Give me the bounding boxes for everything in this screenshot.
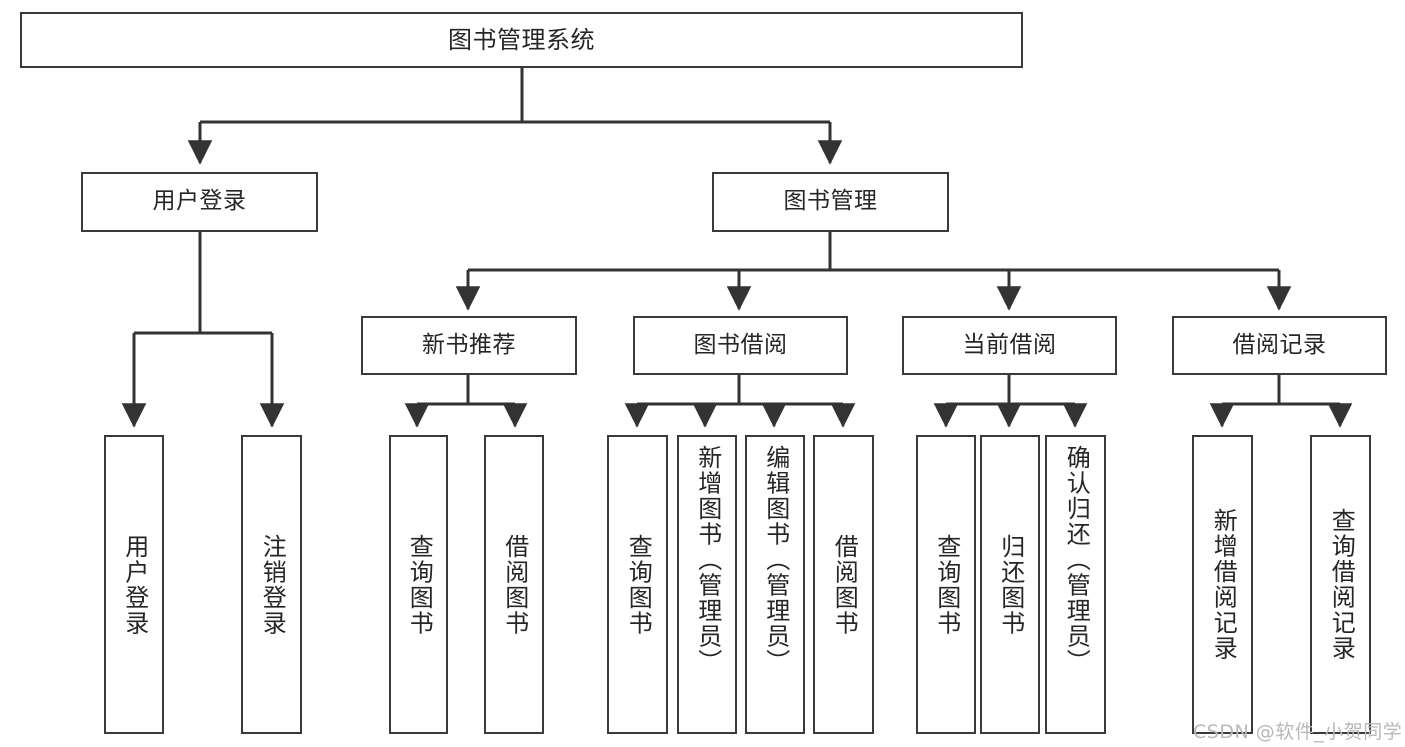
node-label: 图书管理 xyxy=(783,188,878,215)
node-book-borrow[interactable]: 图书借阅 xyxy=(633,316,848,375)
leaf-current-borrow-confirm-return[interactable]: 确认归还（管理员） xyxy=(1045,435,1106,734)
node-label: 确认归还（管理员） xyxy=(1062,445,1091,675)
node-current-borrow[interactable]: 当前借阅 xyxy=(902,316,1117,375)
node-book-management[interactable]: 图书管理 xyxy=(712,172,949,232)
node-root-book-management-system[interactable]: 图书管理系统 xyxy=(20,12,1023,68)
leaf-current-borrow-query-book[interactable]: 查询图书 xyxy=(916,435,976,734)
node-label: 图书管理系统 xyxy=(448,25,595,54)
node-label: 查询图书 xyxy=(624,533,653,636)
node-label: 用户登录 xyxy=(120,533,149,636)
node-label: 借阅图书 xyxy=(500,533,529,636)
node-label: 新增借阅记录 xyxy=(1209,508,1238,661)
node-borrow-records[interactable]: 借阅记录 xyxy=(1172,316,1387,375)
node-label: 借阅图书 xyxy=(830,533,859,636)
node-label: 用户登录 xyxy=(152,188,247,215)
node-label: 查询借阅记录 xyxy=(1327,508,1356,661)
node-label: 查询图书 xyxy=(405,533,434,636)
node-label: 图书借阅 xyxy=(693,331,788,358)
leaf-book-borrow-add-book[interactable]: 新增图书（管理员） xyxy=(677,435,737,734)
leaf-user-login-logout[interactable]: 注销登录 xyxy=(241,435,302,734)
leaf-borrow-records-query-record[interactable]: 查询借阅记录 xyxy=(1310,435,1371,734)
node-label: 编辑图书（管理员） xyxy=(761,445,790,675)
csdn-watermark: CSDN @软件_小贺同学 xyxy=(1193,721,1403,743)
node-label: 借阅记录 xyxy=(1232,331,1327,358)
node-label: 新书推荐 xyxy=(422,331,516,358)
leaf-book-borrow-edit-book[interactable]: 编辑图书（管理员） xyxy=(745,435,805,734)
node-label: 查询图书 xyxy=(932,533,961,636)
node-user-login[interactable]: 用户登录 xyxy=(81,172,318,232)
leaf-new-book-query-book[interactable]: 查询图书 xyxy=(389,435,448,734)
leaf-current-borrow-return-book[interactable]: 归还图书 xyxy=(980,435,1040,734)
node-label: 当前借阅 xyxy=(962,331,1057,358)
node-label: 新增图书（管理员） xyxy=(693,445,722,675)
leaf-user-login-login[interactable]: 用户登录 xyxy=(104,435,164,734)
node-new-book-recommend[interactable]: 新书推荐 xyxy=(361,316,577,375)
leaf-book-borrow-query-book[interactable]: 查询图书 xyxy=(607,435,668,734)
leaf-new-book-borrow-book[interactable]: 借阅图书 xyxy=(484,435,544,734)
node-label: 注销登录 xyxy=(258,533,287,636)
leaf-borrow-records-add-record[interactable]: 新增借阅记录 xyxy=(1192,435,1253,734)
node-label: 归还图书 xyxy=(996,533,1025,636)
leaf-book-borrow-borrow-book[interactable]: 借阅图书 xyxy=(813,435,874,734)
